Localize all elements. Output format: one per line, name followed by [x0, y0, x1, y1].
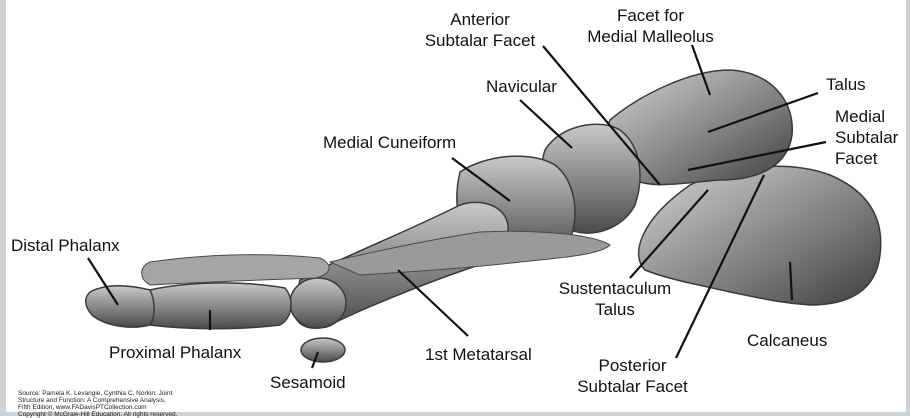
- source-credit: Source: Pamela K. Levangie, Cynthia C. N…: [18, 390, 248, 418]
- label-facet-for-medial-malleolus: Facet for Medial Malleolus: [568, 5, 733, 47]
- metatarsal-head: [290, 278, 346, 328]
- distal-phalanx-bone: [86, 286, 154, 327]
- sesamoid-bone: [301, 338, 345, 362]
- label-navicular: Navicular: [486, 76, 557, 97]
- leader-navicular: [520, 100, 572, 148]
- label-medial-cuneiform: Medial Cuneiform: [323, 132, 456, 153]
- label-sesamoid: Sesamoid: [270, 372, 346, 393]
- label-distal-phalanx: Distal Phalanx: [11, 235, 120, 256]
- label-medial-subtalar-facet: Medial Subtalar Facet: [835, 106, 898, 169]
- label-proximal-phalanx: Proximal Phalanx: [109, 342, 241, 363]
- label-anterior-subtalar-facet: Anterior Subtalar Facet: [400, 9, 560, 51]
- label-sustentaculum-talus: Sustentaculum Talus: [540, 278, 690, 320]
- proximal-phalanx-bone: [140, 283, 291, 329]
- label-calcaneus: Calcaneus: [747, 330, 827, 351]
- label-first-metatarsal: 1st Metatarsal: [425, 344, 532, 365]
- label-talus: Talus: [826, 74, 866, 95]
- label-posterior-subtalar-facet: Posterior Subtalar Facet: [560, 355, 705, 397]
